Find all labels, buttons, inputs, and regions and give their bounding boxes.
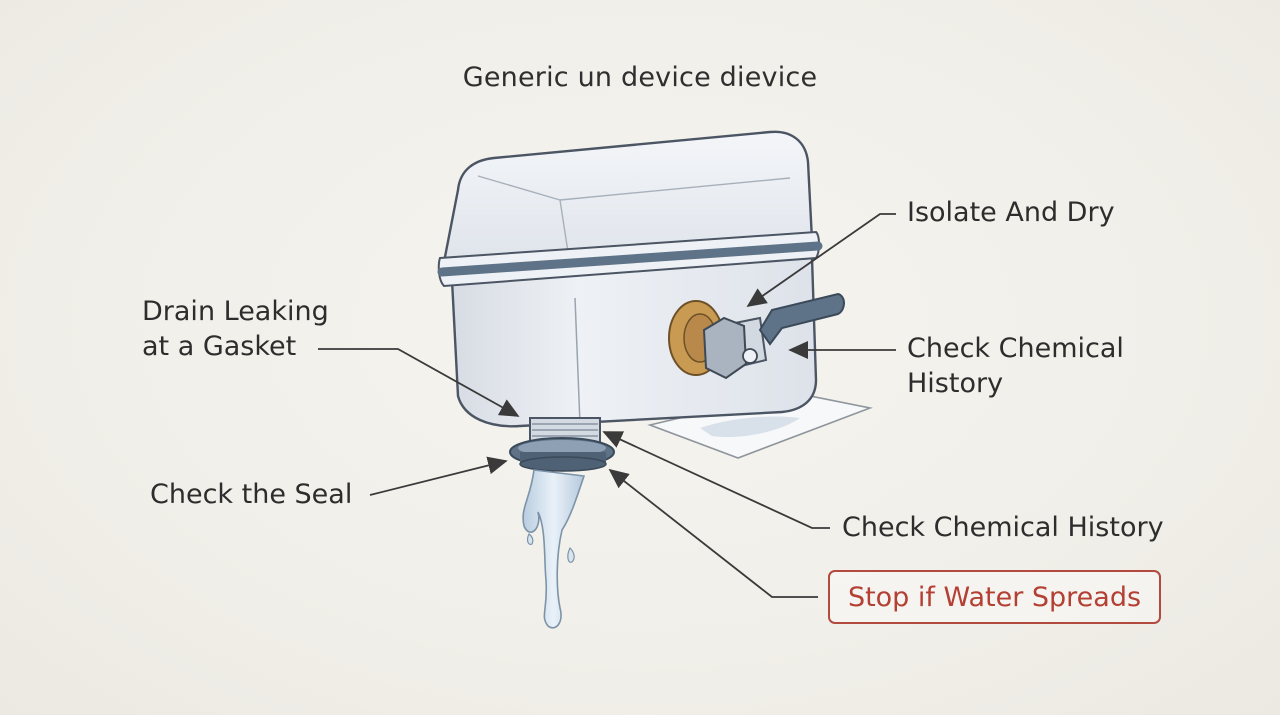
label-drain-leaking: Drain Leaking at a Gasket <box>142 294 329 364</box>
leader-stop <box>608 468 818 598</box>
leader-chem-outlet <box>602 431 830 529</box>
leader-seal <box>369 456 508 496</box>
diagram-title: Generic un device dievice <box>462 62 818 93</box>
leader-lines <box>318 213 896 598</box>
label-isolate-dry: Isolate And Dry <box>907 197 1115 228</box>
leader-drain <box>318 348 520 417</box>
water-drip <box>522 469 586 629</box>
label-chem-valve-line2: History <box>907 368 1004 399</box>
label-check-seal: Check the Seal <box>150 479 353 510</box>
leader-isolate <box>746 213 896 308</box>
device-body <box>437 130 823 428</box>
label-check-chemical-history-valve: Check Chemical History <box>907 331 1124 401</box>
label-chem-valve-line1: Check Chemical <box>907 333 1124 364</box>
valve-assembly <box>668 292 845 380</box>
stop-warning-text: Stop if Water Spreads <box>847 581 1142 613</box>
outlet-fitting <box>509 417 615 472</box>
label-drain-leaking-line1: Drain Leaking <box>142 296 329 327</box>
label-check-chemical-history-outlet: Check Chemical History <box>842 512 1164 543</box>
label-drain-leaking-line2: at a Gasket <box>142 331 297 362</box>
stop-warning-box: Stop if Water Spreads <box>828 570 1161 624</box>
